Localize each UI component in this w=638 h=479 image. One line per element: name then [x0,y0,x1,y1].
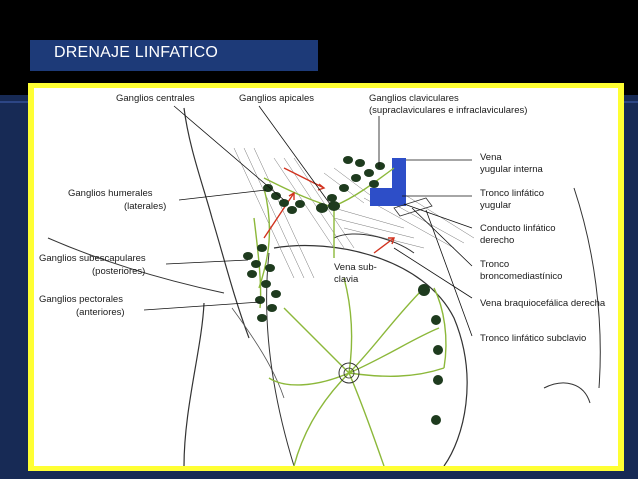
label-vena-yugular: Vena [480,152,502,163]
label-ganglios-apicales: Ganglios apicales [239,93,314,104]
lymph-drainage-diagram: Ganglios centrales Ganglios apicales Gan… [34,88,618,466]
label-vena-braquiocefalica: Vena braquiocefálica derecha [480,298,605,309]
label-ganglios-humerales-sub: (laterales) [124,201,166,212]
label-ganglios-claviculares-sub: (supraclaviculares e infraclaviculares) [369,105,527,116]
label-ganglios-subescapulares-sub: (posteriores) [92,266,145,277]
label-conducto-derecho: Conducto linfático [480,223,556,234]
label-ganglios-centrales: Ganglios centrales [116,93,195,104]
label-tronco-yugular-sub: yugular [480,200,511,211]
slide-title: DRENAJE LINFATICO [54,44,218,62]
label-ganglios-pectorales: Ganglios pectorales [39,294,123,305]
label-ganglios-pectorales-sub: (anteriores) [76,307,125,318]
label-ganglios-subescapulares: Ganglios subescapulares [39,253,146,264]
label-vena-subclavia: Vena sub- [334,262,377,273]
label-vena-yugular-sub: yugular interna [480,164,543,175]
label-ganglios-humerales: Ganglios humerales [68,188,153,199]
label-tronco-subclavio: Tronco linfático subclavio [480,333,586,344]
label-tronco-yugular: Tronco linfático [480,188,544,199]
label-ganglios-claviculares: Ganglios claviculares [369,93,459,104]
label-tronco-bronco: Tronco [480,259,509,270]
label-conducto-derecho-sub: derecho [480,235,514,246]
label-vena-subclavia-sub: clavia [334,274,358,285]
label-tronco-bronco-sub: broncomediastínico [480,271,562,282]
